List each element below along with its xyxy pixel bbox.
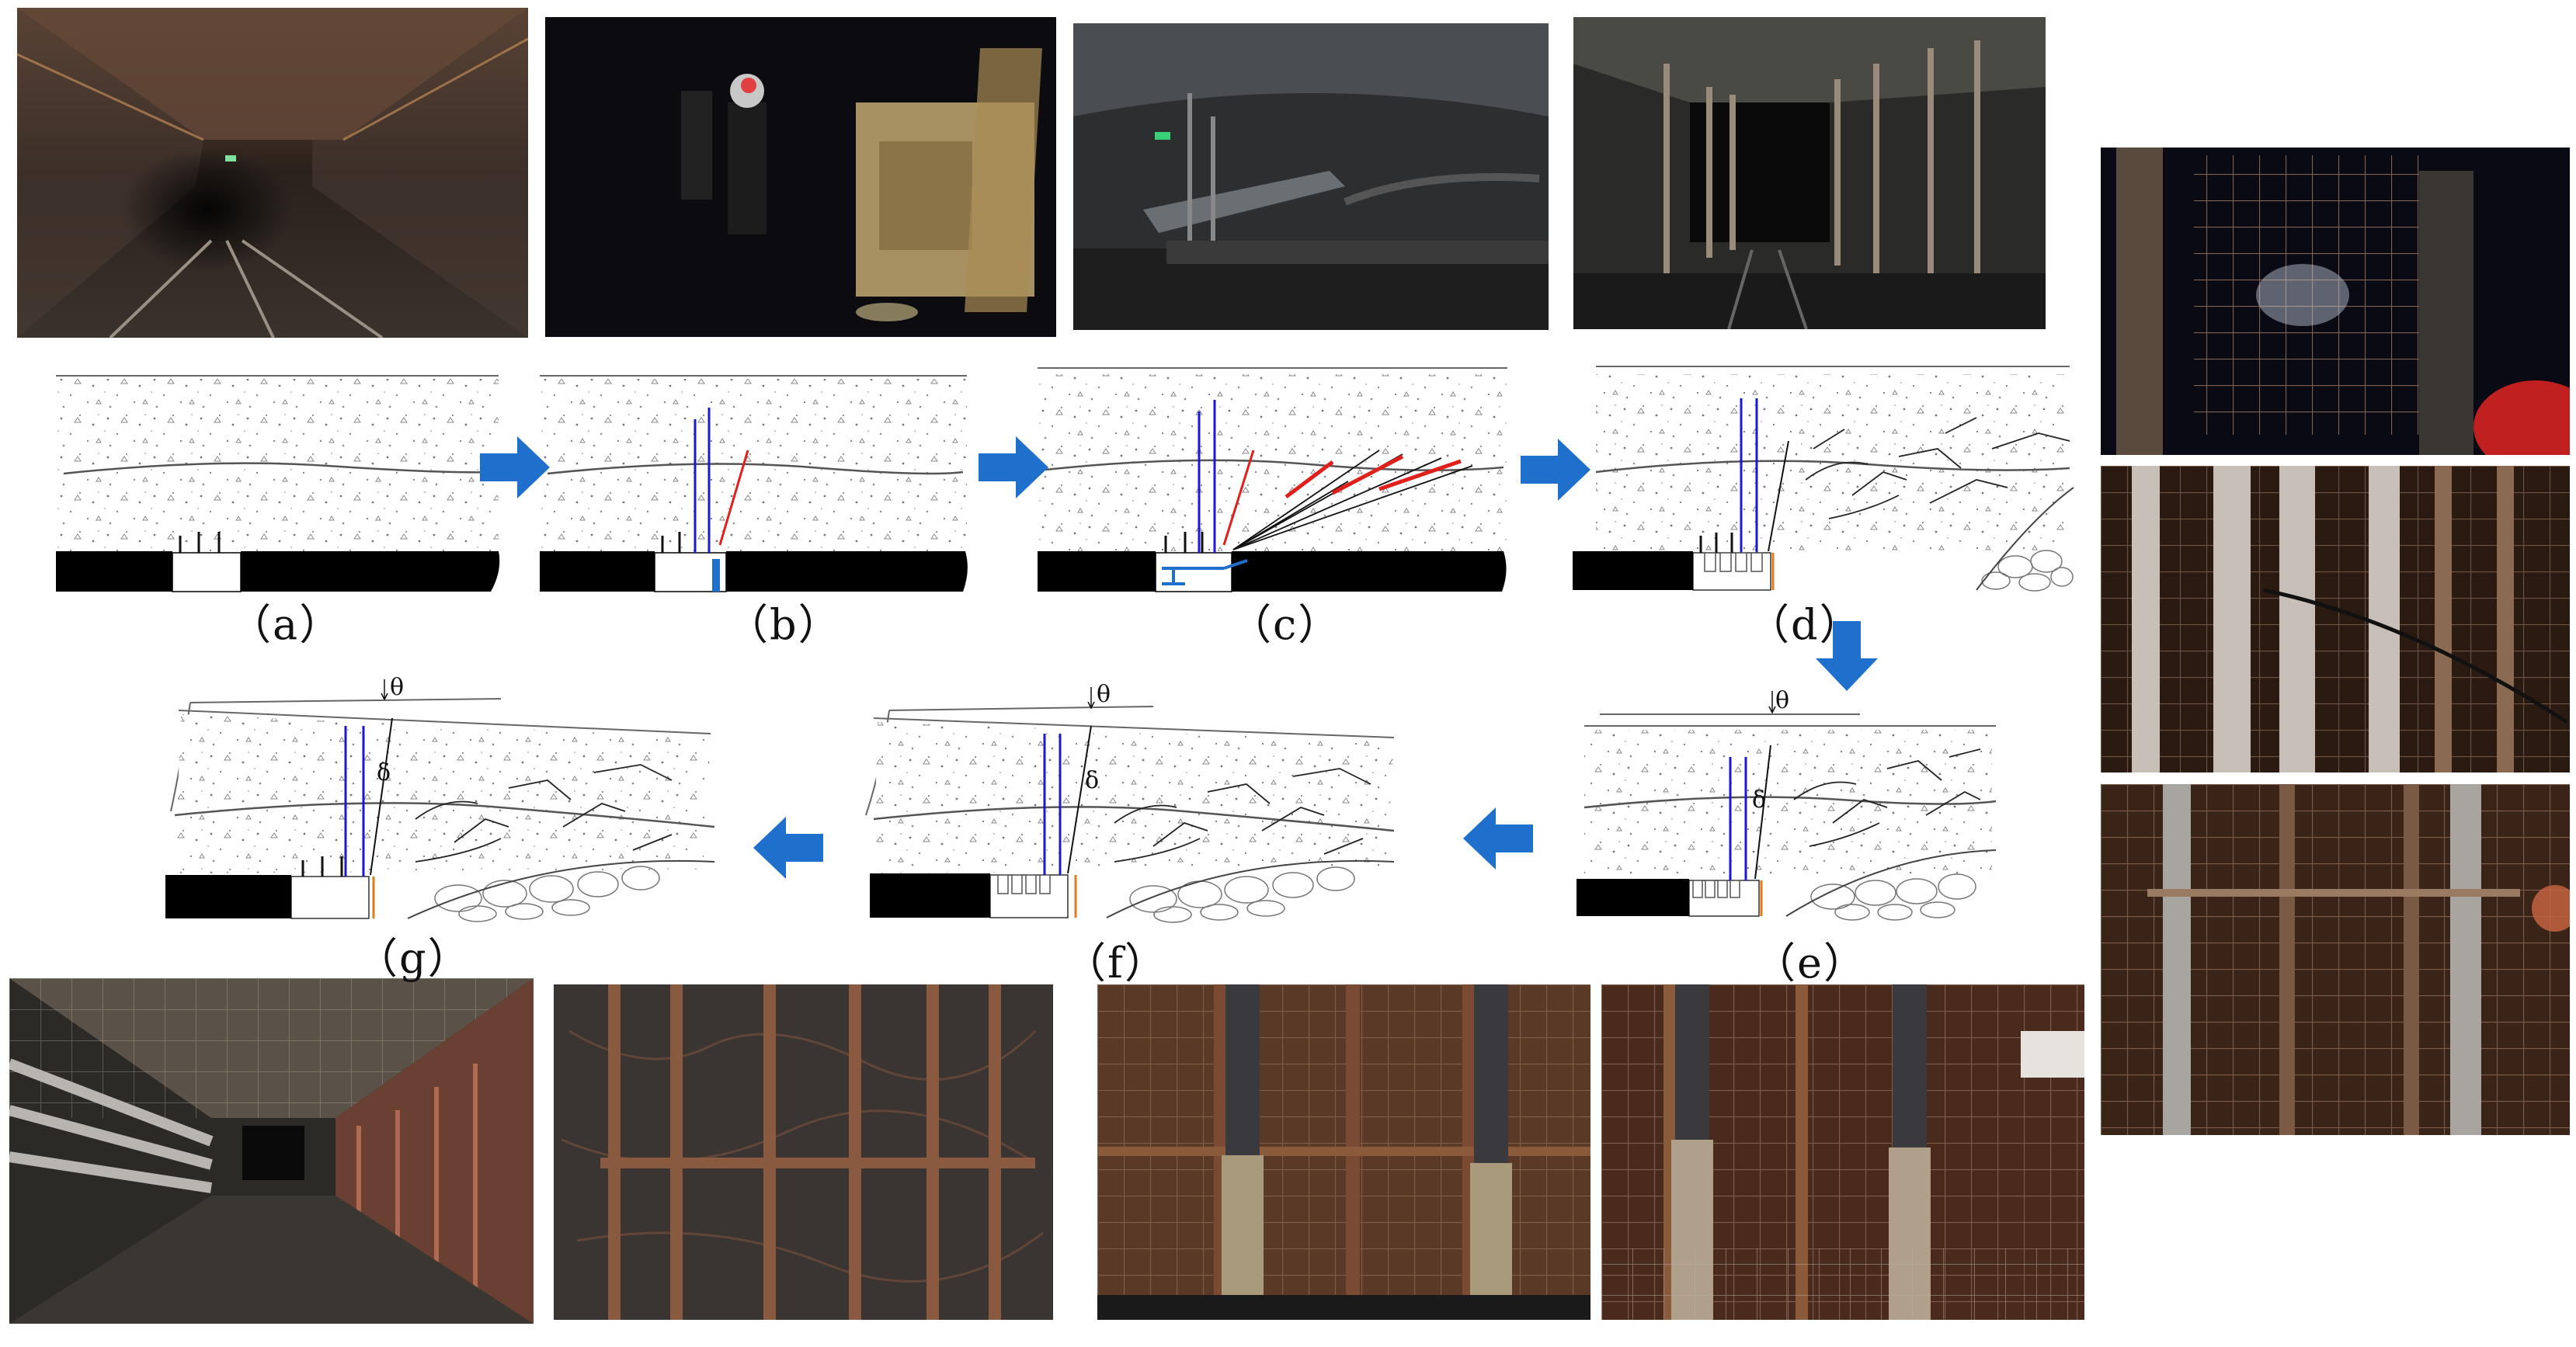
caption-a: （a） [229, 600, 343, 649]
diagram-panel-d [1573, 363, 2077, 596]
theta-label: θ [1097, 681, 1111, 708]
arrow-right-icon [480, 436, 551, 500]
caption-f: （f） [1064, 939, 1168, 988]
diagram-panel-g: θ δ [159, 672, 718, 924]
delta-label: δ [377, 759, 391, 786]
caption-e: （e） [1754, 939, 1867, 988]
caption-g: （g） [356, 934, 471, 983]
arrow-right-icon [979, 436, 1050, 500]
diagram-panel-e: θ δ [1577, 683, 2000, 924]
photo-mesh-close-up [2101, 148, 2570, 455]
photo-props-with-mesh-wall-2 [1097, 984, 1590, 1320]
arrow-down-icon [1814, 621, 1878, 693]
theta-label: θ [1775, 687, 1789, 714]
caption-b: （b） [726, 600, 842, 649]
photo-roadway-before-mining [17, 8, 528, 338]
delta-label: δ [1752, 786, 1766, 814]
photo-cutting-rig-in-roadway [1073, 23, 1549, 330]
photo-props-with-mesh-wall-3 [1601, 984, 2084, 1320]
arrow-left-icon [752, 817, 823, 880]
diagram-panel-c [1038, 365, 1513, 594]
photo-mesh-wall-with-steel-straps [554, 984, 1053, 1320]
photo-gob-side-roadway-formed [9, 978, 534, 1324]
diagram-panel-f: θ δ [858, 675, 1402, 924]
photo-temporary-support-props [1573, 17, 2046, 329]
photo-drilling-rig-with-miners [545, 17, 1056, 337]
photo-props-with-mesh-wall [2101, 784, 2570, 1135]
photo-hydraulic-props-mesh [2101, 466, 2570, 772]
arrow-right-icon [1521, 439, 1592, 502]
diagram-panel-a [56, 373, 502, 594]
diagram-panel-b [540, 373, 971, 594]
theta-label: θ [390, 674, 404, 701]
arrow-left-icon [1462, 807, 1533, 871]
delta-label: δ [1085, 767, 1099, 794]
caption-c: （c） [1229, 600, 1342, 649]
